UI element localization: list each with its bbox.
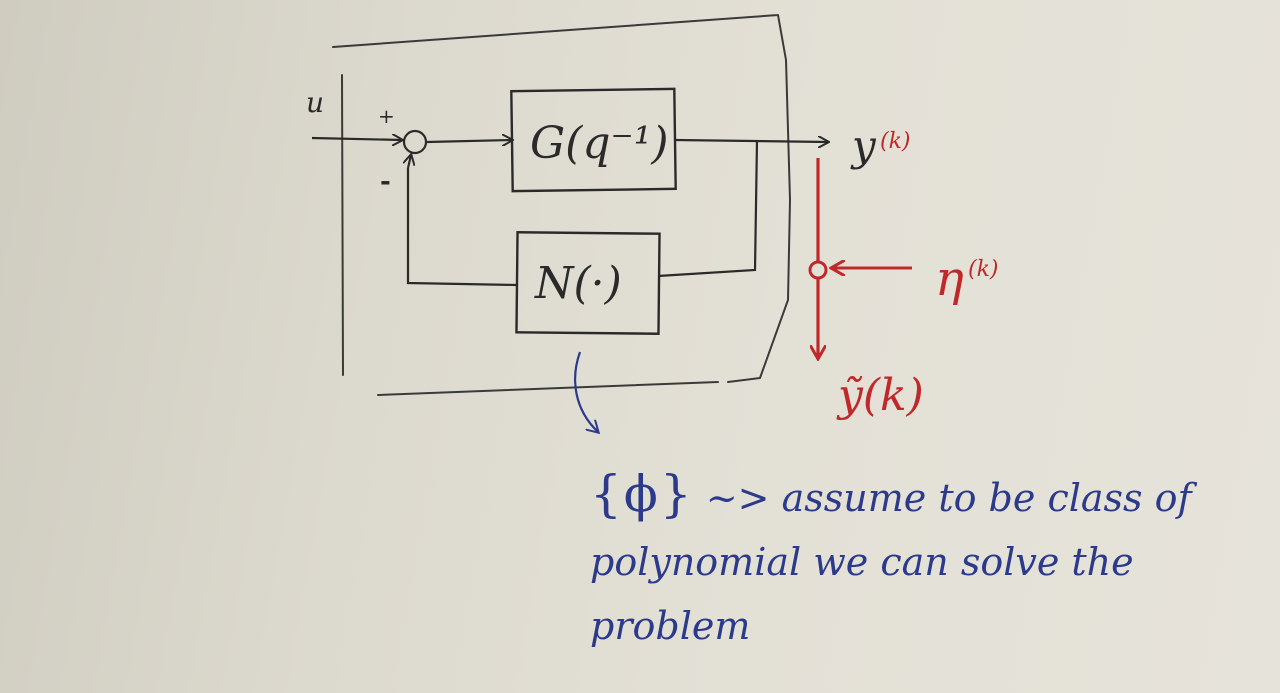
noise-index: (k): [968, 257, 999, 282]
n-block-label: N(·): [534, 258, 622, 309]
junction-minus-sign: -: [380, 167, 391, 197]
n-block: [515, 231, 661, 335]
note-line-2: polynomial we can solve the: [590, 530, 1270, 594]
measured-output-label: ỹ(k): [836, 370, 924, 421]
feedback-path-right: [657, 139, 759, 278]
note-text-2: polynomial we can solve the: [590, 540, 1134, 584]
input-arrow: [311, 138, 402, 140]
note-pointer-arrow: [574, 351, 598, 432]
junction-plus-sign: +: [378, 104, 395, 128]
note-arrow: ~>: [705, 476, 770, 520]
note-line-3: problem: [590, 594, 1270, 658]
junction-to-g-arrow: [426, 140, 512, 142]
output-label: y: [850, 121, 877, 170]
feedback-path-left: [406, 168, 518, 287]
phi-set-symbol: {ϕ}: [590, 465, 694, 523]
output-index: (k): [880, 129, 911, 154]
input-label: u: [306, 86, 324, 119]
note-text-3: problem: [590, 604, 751, 648]
handwritten-note: {ϕ} ~> assume to be class of polynomial …: [590, 462, 1270, 658]
feedback-arrow-up: [408, 155, 411, 169]
note-line-1: {ϕ} ~> assume to be class of: [590, 462, 1270, 530]
g-block-label: G(q⁻¹): [530, 118, 669, 169]
note-text-1: assume to be class of: [781, 476, 1192, 520]
g-block: [510, 87, 677, 193]
noise-label: η: [935, 251, 964, 307]
summing-junction: [402, 129, 428, 155]
system-boundary: [332, 14, 792, 396]
noise-junction: [808, 260, 828, 280]
output-arrow: [674, 140, 828, 142]
